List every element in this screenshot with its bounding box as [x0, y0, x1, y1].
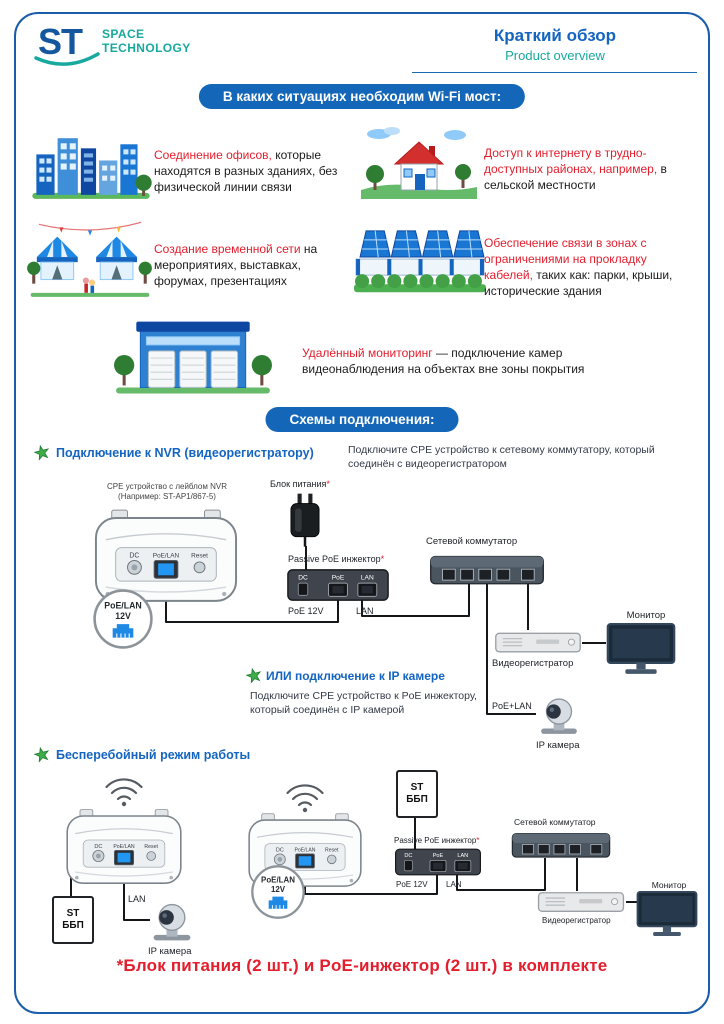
network-switch: [510, 828, 612, 865]
ups-box-line2: ББП: [406, 794, 428, 805]
lan-label: LAN: [446, 880, 462, 889]
cpe-caption-line1: CPE устройство с лейблом NVR: [107, 482, 227, 491]
dvr-device: [494, 630, 582, 656]
cpe-caption-line2: (Например: ST-AP1/867-5): [118, 492, 216, 502]
poe-injector: [394, 846, 482, 878]
ups-section-title: Бесперебойный режим работы: [56, 748, 251, 762]
asterisk: *: [476, 836, 480, 845]
scenario-restricted-zones: Обеспечение связи в зонах с ограничениям…: [484, 236, 692, 300]
nvr-section-title: Подключение к NVR (видеорегистратору): [56, 446, 314, 460]
cpe-device: [64, 808, 184, 888]
page-title: Краткий обзор: [493, 26, 617, 45]
ups-box: ST ББП: [52, 896, 94, 944]
ip-camera-device: [146, 900, 198, 944]
scenario-highlight: Обеспечение связи в зонах с ограничениям…: [484, 236, 647, 282]
house-illustration: [361, 127, 477, 199]
scenario-offices: Соединение офисов, которые находятся в р…: [154, 148, 346, 196]
monitor-device: [636, 890, 698, 938]
ups-box-line1: ST: [66, 908, 80, 919]
scenario-remote-areas: Доступ к интернету в трудно-доступных ра…: [484, 146, 689, 194]
ups-box: ST ББП: [396, 770, 438, 818]
ip-camera-label: IP камера: [536, 740, 580, 751]
scenario-rest: на мероприятиях, выставках, форумах, пре…: [154, 242, 318, 288]
dvr-device: [536, 891, 626, 914]
poe-injector: [286, 566, 390, 604]
asterisk: *: [326, 479, 330, 489]
ip-camera-device: [534, 694, 584, 738]
st-logo: ST SPACE TECHNOLOGY: [34, 21, 218, 76]
wifi-signal-icon: [283, 784, 327, 814]
logo-st-text: ST: [38, 21, 83, 62]
logo-space-text: SPACE: [102, 27, 145, 41]
poe-12v-label: PoE 12V: [288, 606, 324, 616]
poe-injector-label: Passive PoE инжектор*: [288, 554, 385, 564]
monitor-label: Монитор: [651, 880, 687, 890]
ip-camera-section-title: ИЛИ подключение к IP камере: [266, 669, 445, 683]
asterisk: *: [380, 554, 385, 564]
scenario-rest: таких как: парки, крыши, исторические зд…: [484, 267, 673, 298]
poe-injector-label: Passive PoE инжектор*: [394, 836, 480, 845]
dvr-label: Видеорегистратор: [492, 658, 574, 669]
garage-illustration: [114, 321, 272, 394]
solar-building-illustration: [354, 230, 486, 293]
star-bullet-icon: [246, 668, 262, 684]
scenario-temporary-network: Создание временной сети на мероприятиях,…: [154, 242, 349, 290]
network-switch: [428, 550, 546, 593]
ip-camera-section-description: Подключите CPE устройство к PoE инжектор…: [250, 690, 477, 716]
poe-plus-lan-label: PoE+LAN: [492, 701, 532, 711]
power-adapter: [284, 492, 326, 550]
logo-swoosh-icon: [34, 52, 100, 66]
power-supply-label: Блок питания*: [270, 479, 330, 489]
monitor-label: Монитор: [626, 610, 666, 621]
ups-box-line1: ST: [410, 782, 424, 793]
logo-technology-text: TECHNOLOGY: [102, 41, 191, 55]
scenario-highlight: Создание временной сети: [154, 242, 301, 256]
scenario-highlight: Доступ к интернету в трудно-доступных ра…: [484, 146, 658, 176]
cpe-caption: CPE устройство с лейблом NVR (Например: …: [94, 482, 240, 503]
scenario-highlight: Удалённый мониторинг: [302, 346, 433, 360]
lan-label: LAN: [356, 606, 374, 616]
scenario-rest: в сельской местности: [484, 161, 667, 192]
nvr-section-description: Подключите CPE устройство к сетевому ком…: [348, 444, 655, 470]
star-bullet-icon: [34, 747, 50, 763]
page-subtitle: Product overview: [505, 48, 605, 63]
page-border: [14, 12, 710, 1014]
scenario-remote-monitoring: Удалённый мониторинг — подключение камер…: [302, 346, 647, 378]
poe-lan-callout: [92, 588, 154, 650]
event-illustration: [27, 221, 152, 297]
switch-label: Сетевой коммутатор: [514, 817, 596, 827]
scenario-rest: — подключение камер видеонаблюдения на о…: [302, 346, 585, 376]
footnote: *Блок питания (2 шт.) и PoE-инжектор (2 …: [116, 956, 608, 975]
lan-label: LAN: [128, 894, 146, 904]
header-rule: [412, 72, 697, 73]
schemes-banner: Схемы подключения:: [265, 407, 459, 432]
ups-box-line2: ББП: [62, 920, 84, 931]
monitor-device: [606, 622, 676, 676]
ip-camera-label: IP камера: [148, 946, 192, 957]
switch-label: Сетевой коммутатор: [426, 536, 518, 547]
star-bullet-icon: [34, 445, 50, 461]
scenario-rest: которые находятся в разных зданиях, без …: [154, 148, 338, 194]
poe-lan-callout: [250, 864, 306, 920]
city-illustration: [32, 138, 152, 199]
dvr-label: Видеорегистратор: [542, 916, 611, 925]
wifi-signal-icon: [102, 778, 146, 808]
situations-banner: В каких ситуациях необходим Wi-Fi мост:: [198, 84, 526, 109]
scenario-highlight: Соединение офисов,: [154, 148, 272, 162]
poe-12v-label: PoE 12V: [396, 880, 428, 889]
